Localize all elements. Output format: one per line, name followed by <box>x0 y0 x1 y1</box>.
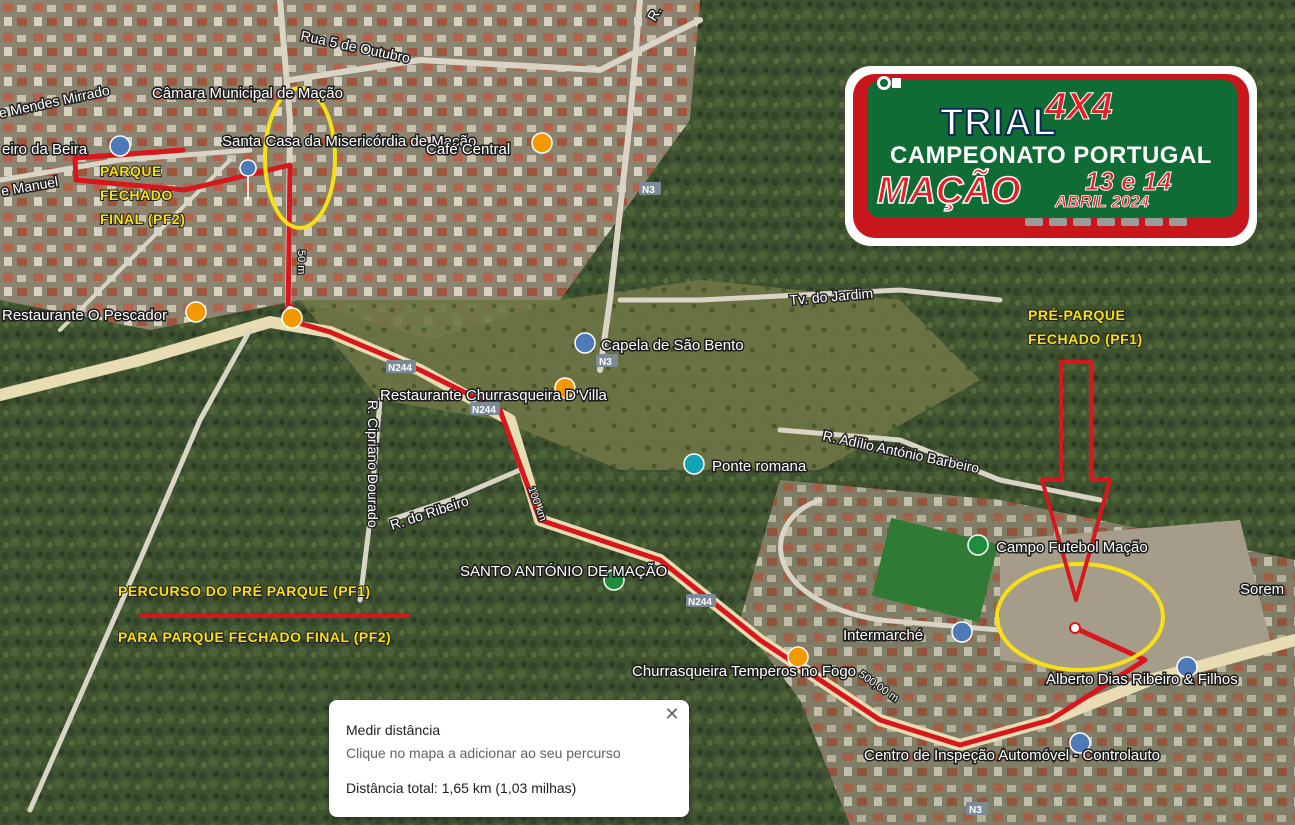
road-badge: N3 <box>966 802 988 816</box>
logo-macao: MAÇÃO <box>876 169 1021 213</box>
svg-text:Santa Casa da Misericórdia de: Santa Casa da Misericórdia de Mação <box>222 133 476 150</box>
place-alberto-dias[interactable]: Alberto Dias Ribeiro & Filhos <box>1045 656 1239 690</box>
restaurant-icon <box>281 307 303 329</box>
event-logo: TRIAL 4X4 CAMPEONATO PORTUGAL MAÇÃO 13 e… <box>845 66 1257 246</box>
road-badge: N3 <box>639 182 661 196</box>
place-campo-futebol[interactable]: Campo Futebol Mação <box>967 534 1149 558</box>
place-icon <box>239 159 257 201</box>
route-end-point[interactable] <box>1069 622 1081 634</box>
place-ponte-romana[interactable]: Ponte romana <box>683 453 808 477</box>
svg-text:Restaurante O Pescador: Restaurante O Pescador <box>2 307 167 324</box>
svg-text:Restaurante Churrasqueira D'Vi: Restaurante Churrasqueira D'Villa <box>380 387 608 404</box>
route-annotation-line1: PERCURSO DO PRÉ PARQUE (PF1) <box>118 583 371 599</box>
svg-text:Alberto Dias Ribeiro & Filhos: Alberto Dias Ribeiro & Filhos <box>1046 671 1238 688</box>
pf2-highlight-ellipse <box>263 86 337 230</box>
svg-text:Sorem: Sorem <box>1240 581 1284 598</box>
landmark-icon <box>683 453 705 475</box>
place-sorem[interactable]: Sorem <box>1239 580 1286 600</box>
pf1-highlight-ellipse <box>995 562 1165 672</box>
church-icon <box>574 332 596 354</box>
place-dvilla[interactable]: Restaurante Churrasqueira D'Villa <box>379 377 609 406</box>
place-camara[interactable]: Câmara Municipal de Mação <box>151 84 345 104</box>
svg-text:eiro da Beira: eiro da Beira <box>2 141 88 158</box>
measure-distance-panel: Medir distância Clique no mapa a adicion… <box>329 700 689 817</box>
restaurant-icon <box>554 377 576 399</box>
federation-badge-icon <box>875 74 901 92</box>
svg-text:Ponte romana: Ponte romana <box>712 458 807 475</box>
stadium-icon <box>967 534 989 556</box>
logo-4x4: 4X4 <box>1045 86 1114 129</box>
shopping-icon <box>109 135 131 157</box>
logo-trial: TRIAL <box>939 101 1057 145</box>
measure-hint: Clique no mapa a adicionar ao seu percur… <box>346 745 621 761</box>
close-icon[interactable]: ✕ <box>661 704 683 726</box>
route-annotation-line2: PARA PARQUE FECHADO FINAL (PF2) <box>118 629 391 645</box>
svg-text:Câmara Municipal de Mação: Câmara Municipal de Mação <box>152 85 343 102</box>
road-badge: N244 <box>686 594 716 608</box>
svg-text:N3: N3 <box>642 185 655 196</box>
place-cafe-central[interactable]: Café Central <box>425 132 553 160</box>
place-icon <box>1069 732 1091 754</box>
place-icon <box>1176 656 1198 678</box>
svg-text:N3: N3 <box>599 357 612 368</box>
road-badge: N244 <box>470 402 500 416</box>
place-o-pescador[interactable]: Restaurante O Pescador <box>1 301 303 329</box>
svg-text:Café Central: Café Central <box>426 141 510 158</box>
svg-text:N244: N244 <box>688 597 712 608</box>
measure-total-distance: Distância total: 1,65 km (1,03 milhas) <box>346 780 577 796</box>
hiking-icon <box>603 569 625 591</box>
road-badge: N3 <box>596 354 618 368</box>
place-capela-sao-bento[interactable]: Capela de São Bento <box>574 332 745 356</box>
distance-marker: 50 m <box>295 250 307 274</box>
svg-text:Churrasqueira Temperos no Fogo: Churrasqueira Temperos no Fogo <box>632 663 856 680</box>
place-santa-casa[interactable]: Santa Casa da Misericórdia de Mação <box>221 132 478 201</box>
quarry-area <box>1000 520 1270 680</box>
svg-text:Campo Futebol Mação: Campo Futebol Mação <box>996 539 1148 556</box>
svg-text:Intermarché: Intermarché <box>843 627 923 644</box>
logo-campeonato: CAMPEONATO PORTUGAL <box>890 142 1212 169</box>
town-area <box>0 0 700 340</box>
arrow-down-icon <box>1040 360 1112 602</box>
logo-days: 13 e 14 <box>1085 166 1173 197</box>
place-controlauto[interactable]: Centro de Inspeção Automóvel - Controlau… <box>863 732 1162 766</box>
place-intermarche[interactable]: Intermarché <box>842 621 973 646</box>
svg-text:Centro de Inspeção Automóvel -: Centro de Inspeção Automóvel - Controlau… <box>864 747 1160 764</box>
svg-text:N3: N3 <box>969 805 982 816</box>
cafe-icon <box>531 132 553 154</box>
pf1-annotation-line1: PRÉ-PARQUE <box>1028 307 1125 323</box>
pf1-annotation-line2: FECHADO (PF1) <box>1028 331 1143 347</box>
road-badge: N244 <box>386 360 416 374</box>
restaurant-icon <box>185 301 207 323</box>
svg-text:N244: N244 <box>388 363 412 374</box>
pf2-annotation-line3: FINAL (PF2) <box>100 211 185 227</box>
olive-fields <box>300 280 980 470</box>
restaurant-icon <box>787 646 809 668</box>
road-label: R. Cipriano Dourado <box>365 400 381 528</box>
place-santo-antonio[interactable]: SANTO ANTÓNIO DE MAÇÃO <box>459 562 669 591</box>
svg-text:N244: N244 <box>472 405 496 416</box>
svg-text:SANTO ANTÓNIO DE MAÇÃO: SANTO ANTÓNIO DE MAÇÃO <box>460 563 667 580</box>
pf2-annotation-line1: PARQUE <box>100 163 162 179</box>
football-field <box>871 517 999 623</box>
svg-text:Capela de São Bento: Capela de São Bento <box>601 337 744 354</box>
measure-title: Medir distância <box>346 722 441 738</box>
logo-month: ABRIL 2024 <box>1055 192 1150 212</box>
place-eiro-da-beira[interactable]: eiro da Beira <box>1 135 131 160</box>
sponsor-logos <box>1025 218 1225 230</box>
pf2-annotation-line2: FECHADO <box>100 187 173 203</box>
shopping-icon <box>951 621 973 643</box>
place-temperos[interactable]: Churrasqueira Temperos no Fogo <box>631 646 858 682</box>
